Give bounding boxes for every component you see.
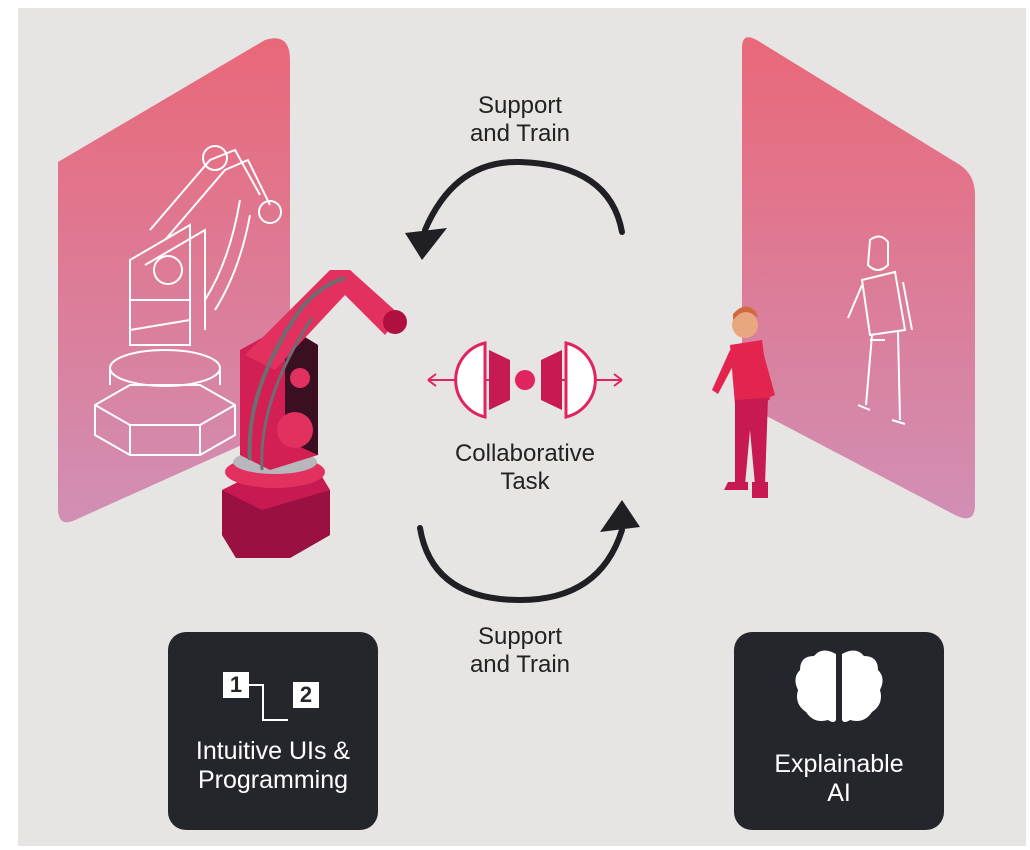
intuitive-uis-card: 1 2 Intuitive UIs & Programming — [168, 632, 378, 830]
bottom-support-label: Support and Train — [469, 623, 571, 678]
collaboration-icon — [427, 341, 623, 419]
left-panel — [58, 38, 290, 523]
step-two-badge: 2 — [293, 682, 319, 708]
robot-arm-illustration — [222, 270, 407, 558]
explainable-ai-card: Explainable AI — [734, 632, 944, 830]
top-arrow-icon — [405, 158, 625, 260]
wireframe-person-icon — [847, 235, 913, 425]
right-panel — [742, 37, 975, 519]
collaborative-task-label: Collaborative Task — [454, 440, 596, 495]
wireframe-robot-icon — [94, 145, 282, 456]
intuitive-uis-label: Intuitive UIs & Programming — [195, 737, 351, 794]
explainable-ai-label: Explainable AI — [774, 750, 904, 807]
numbered-steps-icon — [238, 684, 288, 721]
bottom-arrow-icon — [417, 500, 640, 604]
top-support-label: Support and Train — [469, 92, 571, 147]
person-illustration — [712, 306, 775, 498]
brain-icon — [795, 650, 883, 722]
step-one-badge: 1 — [223, 672, 249, 698]
